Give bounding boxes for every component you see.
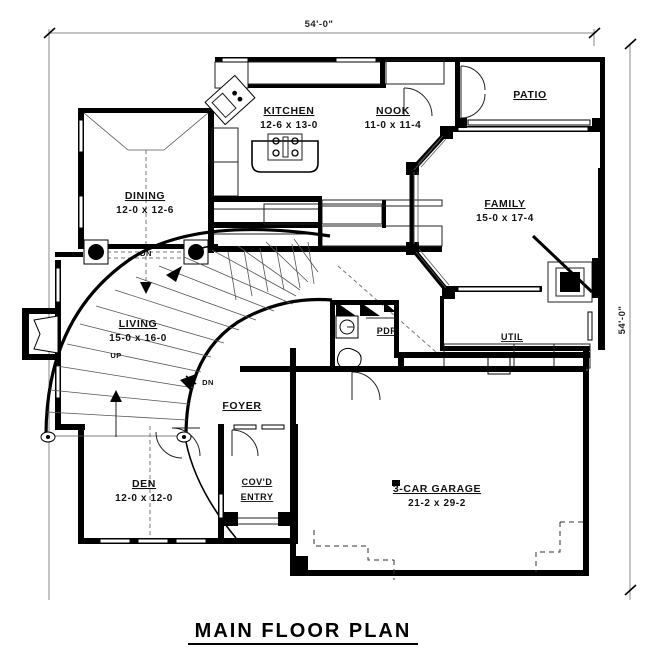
room-labels: KITCHEN 12-6 x 13-0 NOOK 11-0 x 11-4 PAT… bbox=[109, 89, 547, 509]
label-nook-size: 11-0 x 11-4 bbox=[365, 120, 422, 131]
label-covd-entry-line2: ENTRY bbox=[241, 492, 274, 502]
kitchen-fixtures bbox=[204, 61, 387, 197]
plan-annotations: UP DN DN bbox=[110, 249, 213, 387]
den-detail bbox=[99, 426, 224, 544]
label-kitchen-name: KITCHEN bbox=[264, 105, 315, 117]
label-util: UTIL bbox=[501, 332, 523, 342]
dimension-lines bbox=[43, 27, 637, 600]
sheet-title-text: MAIN FLOOR PLAN bbox=[195, 620, 412, 642]
dining-ceiling-detail bbox=[83, 112, 209, 294]
label-den-size: 12-0 x 12-0 bbox=[115, 493, 173, 504]
sheet-title: MAIN FLOOR PLAN bbox=[188, 620, 418, 645]
label-covd-entry-line1: COV'D bbox=[242, 477, 273, 487]
garage-detail bbox=[290, 366, 586, 580]
label-dining-name: DINING bbox=[125, 190, 165, 202]
right-dimension-label: 54'-0" bbox=[617, 306, 628, 335]
annotation-stair-up: UP bbox=[110, 351, 121, 360]
entry-doors bbox=[155, 427, 259, 459]
annotation-foyer-dn: DN bbox=[202, 378, 214, 387]
family-room-walls bbox=[406, 126, 605, 303]
label-garage-size: 21-2 x 29-2 bbox=[408, 498, 466, 509]
patio-area bbox=[455, 57, 605, 128]
powder-room-fixtures bbox=[330, 300, 399, 401]
garage-top-wall bbox=[398, 352, 590, 370]
label-patio-name: PATIO bbox=[513, 89, 547, 101]
annotation-dining-dn: DN bbox=[140, 249, 152, 258]
label-nook-name: NOOK bbox=[376, 105, 410, 117]
label-den-name: DEN bbox=[132, 478, 156, 490]
label-garage-name: 3-CAR GARAGE bbox=[393, 483, 481, 495]
label-family-name: FAMILY bbox=[484, 198, 525, 210]
covered-entry-detail bbox=[224, 424, 292, 526]
label-living-size: 15-0 x 16-0 bbox=[109, 333, 167, 344]
nook-bay bbox=[380, 57, 445, 171]
label-family-size: 15-0 x 17-4 bbox=[476, 213, 534, 224]
dining-columns bbox=[83, 239, 209, 265]
exterior-walls bbox=[55, 57, 605, 576]
curved-staircase bbox=[40, 227, 333, 443]
label-foyer-name: FOYER bbox=[222, 400, 261, 412]
top-windows bbox=[221, 57, 377, 63]
label-living-name: LIVING bbox=[119, 318, 158, 330]
kitchen-lower-walls bbox=[212, 196, 443, 252]
living-room-bay bbox=[22, 308, 60, 360]
top-dimension-label: 54'-0" bbox=[305, 19, 334, 30]
left-wall-windows bbox=[55, 119, 84, 399]
label-dining-size: 12-0 x 12-6 bbox=[116, 205, 174, 216]
label-pdr: PDR bbox=[377, 326, 398, 336]
label-kitchen-size: 12-6 x 13-0 bbox=[260, 120, 318, 131]
